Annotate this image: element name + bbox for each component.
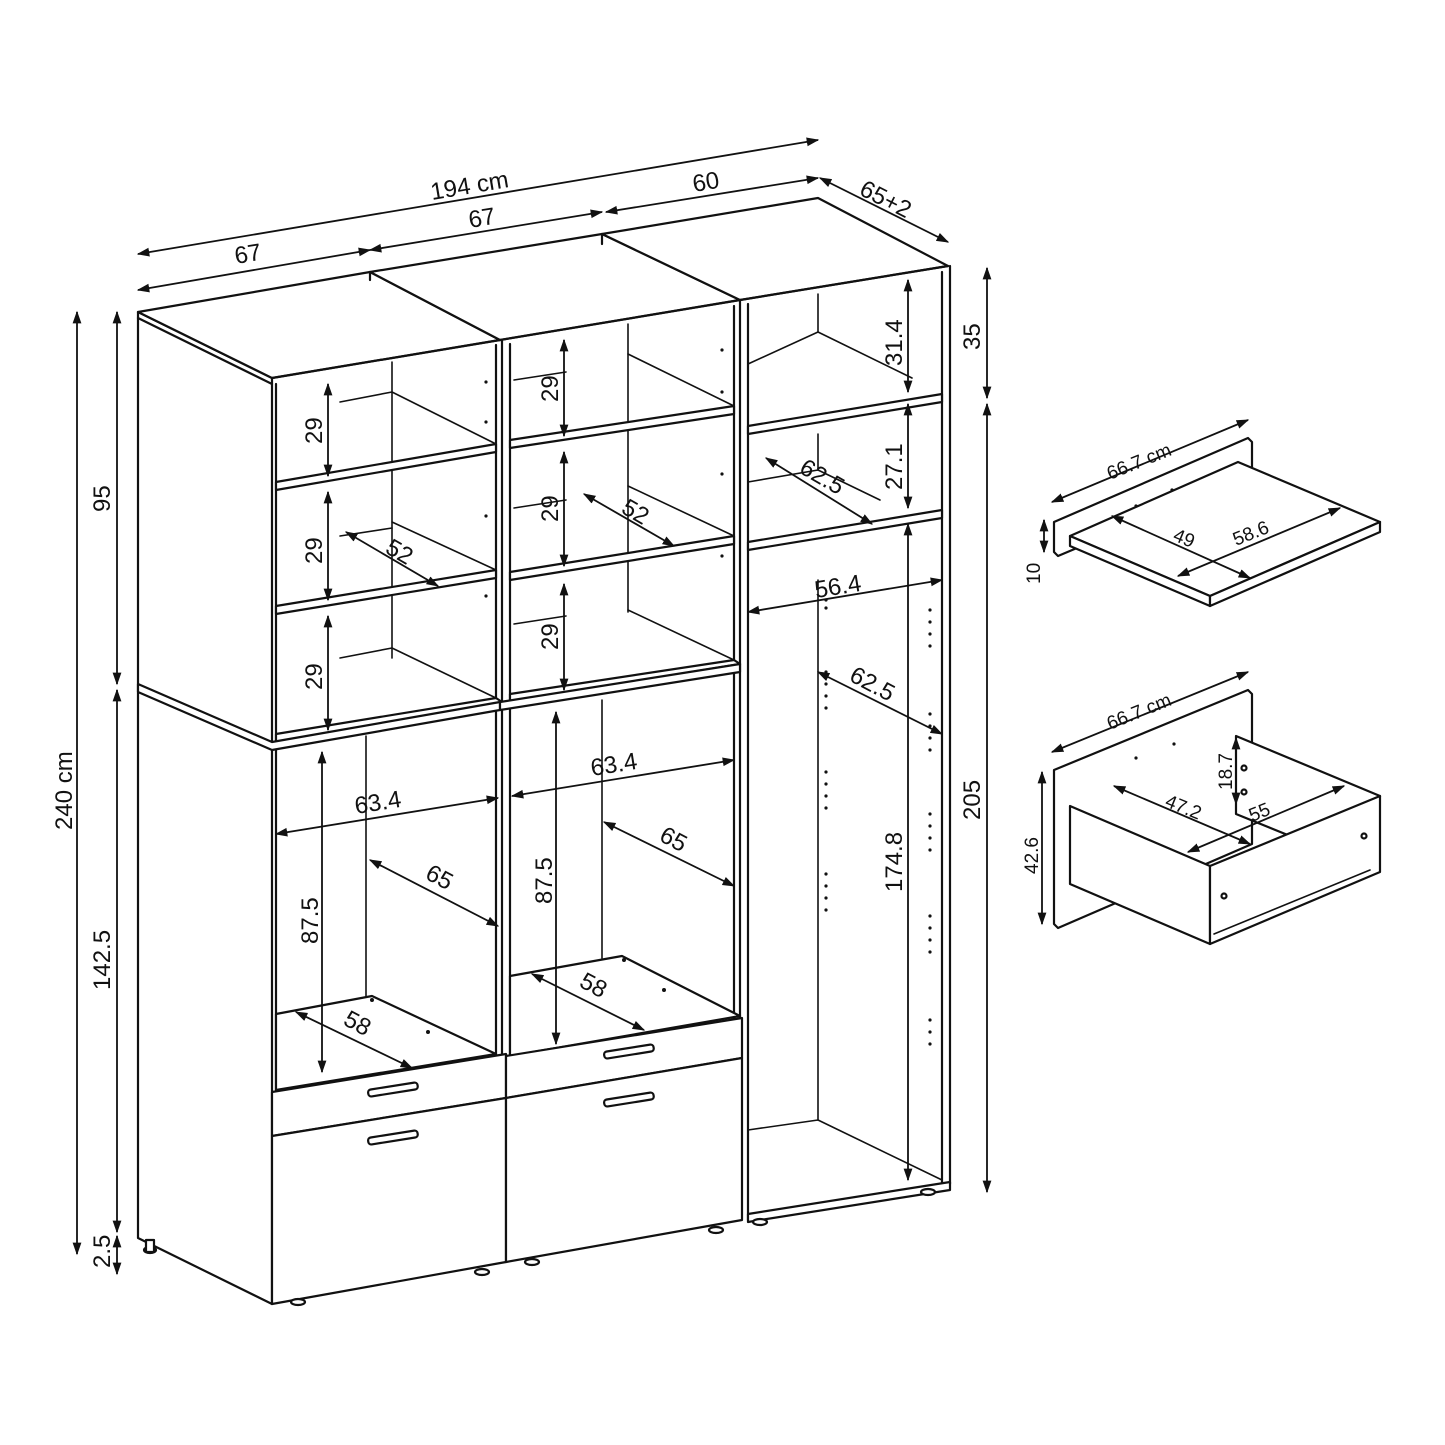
- top-box-height-label: 35: [959, 323, 986, 350]
- middle-shelf-depth: 52: [617, 494, 654, 531]
- wardrobe-height-label: 205: [959, 780, 986, 820]
- drawer-panel-height: 42.6: [1022, 837, 1043, 874]
- right-shelf-height: 27.1: [881, 443, 908, 490]
- left-inner-height: 87.5: [297, 897, 324, 944]
- middle-inner-depth: 65: [655, 821, 691, 857]
- right-module-dimensions: [746, 278, 944, 1182]
- left-shelf-depth: 52: [381, 534, 418, 571]
- left-inner-depth: 65: [421, 859, 457, 895]
- left-shelf-height-1: 29: [301, 417, 328, 444]
- overall-height-label: 240 cm: [51, 751, 78, 830]
- shelf-insert-detail: [1039, 419, 1382, 608]
- drawer-insert-detail: [1037, 671, 1382, 946]
- feet-height-label: 2.5: [89, 1235, 116, 1268]
- shelf-insert-height: 10: [1024, 563, 1045, 584]
- left-shelf-height-2: 29: [301, 537, 328, 564]
- left-module-width-label: 67: [233, 239, 264, 270]
- drawer-height: 18.7: [1216, 753, 1237, 790]
- middle-shelf-height-2: 29: [537, 495, 564, 522]
- middle-inner-height: 87.5: [531, 857, 558, 904]
- middle-shelf-height-1: 29: [537, 375, 564, 402]
- left-shelf-height-3: 29: [301, 663, 328, 690]
- hanging-width: 56.4: [813, 570, 863, 604]
- upper-height-label: 95: [89, 485, 116, 512]
- lower-height-label: 142.5: [89, 930, 116, 990]
- top-box-inner-height: 31.4: [881, 319, 908, 366]
- top-dimension-lines: [136, 137, 950, 293]
- left-module-dimensions: [274, 382, 500, 1074]
- hanging-height: 174.8: [881, 832, 908, 892]
- overall-width-label: 194 cm: [429, 166, 511, 206]
- left-dimension-lines: [72, 310, 122, 1276]
- overall-depth-label: 65+2: [855, 175, 915, 224]
- middle-module-dimensions: [510, 338, 736, 1046]
- right-module-width-label: 60: [691, 167, 722, 198]
- hanging-depth: 62.5: [845, 661, 899, 707]
- middle-shelf-height-3: 29: [537, 623, 564, 650]
- middle-module-width-label: 67: [467, 203, 498, 234]
